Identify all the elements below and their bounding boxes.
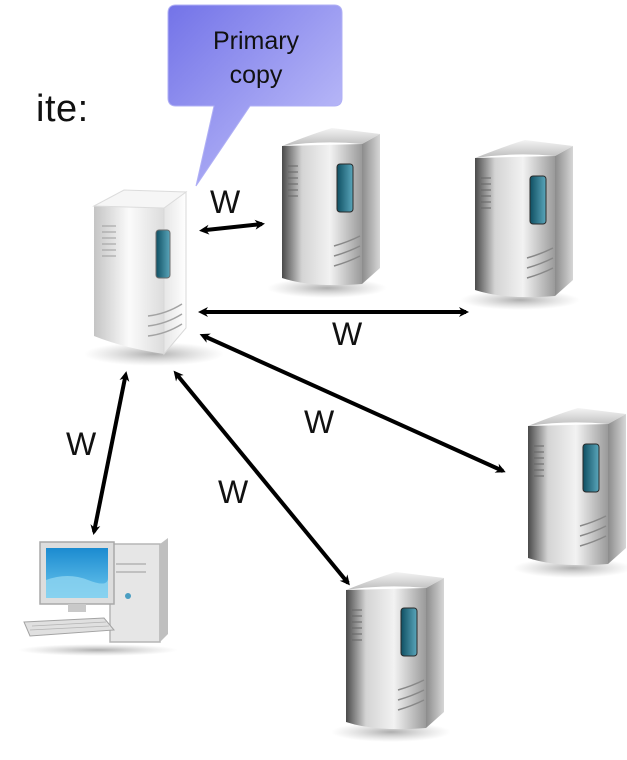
replica-server-icon <box>266 127 388 299</box>
replica-server-icon <box>459 139 581 311</box>
write-label: W <box>66 426 97 462</box>
primary-copy-bubble <box>167 4 343 187</box>
replica-server-icon <box>330 571 452 743</box>
write-label: W <box>218 474 249 510</box>
arrow-primary-replica3 <box>199 333 506 473</box>
primary-copy-label: Primary copy <box>172 24 340 92</box>
heading-fragment: ite: <box>36 88 89 130</box>
replica-server-icon <box>512 407 627 579</box>
write-label: W <box>304 404 335 440</box>
write-label: W <box>332 316 363 352</box>
bubble-line-1: Primary <box>212 27 300 55</box>
arrow-primary-replica4 <box>173 370 350 586</box>
arrow-primary-replica1 <box>199 219 265 235</box>
desktop-computer-icon <box>18 538 178 656</box>
primary-server-icon <box>83 189 225 367</box>
bubble-line-2: copy <box>229 61 283 89</box>
arrow-client-primary <box>90 371 130 535</box>
write-arrows <box>90 219 506 586</box>
write-label: W <box>210 184 241 220</box>
